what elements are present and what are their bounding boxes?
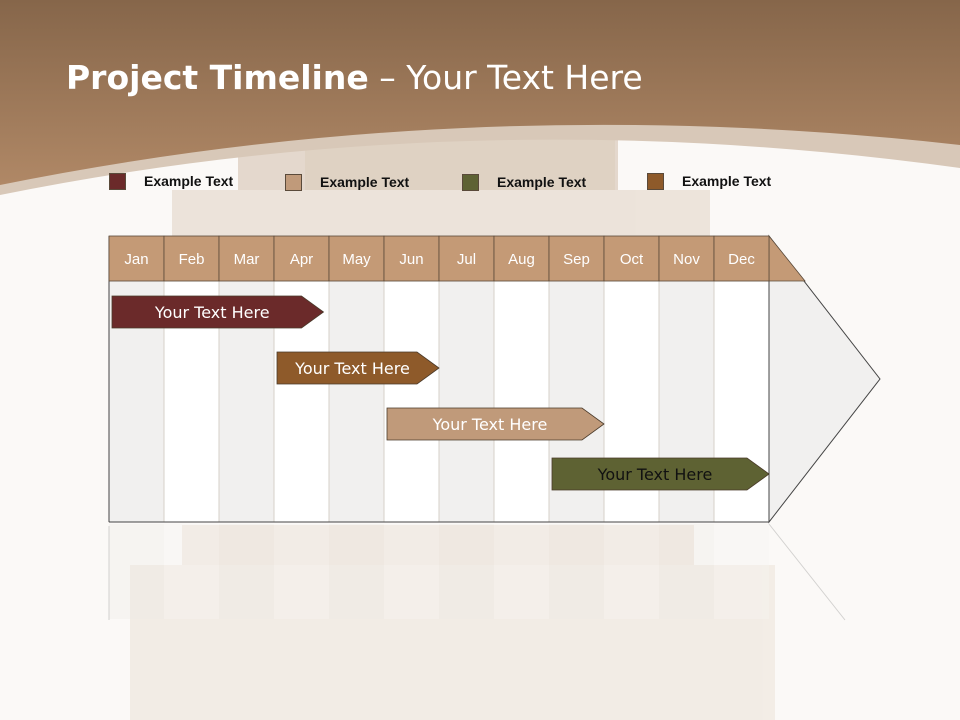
arrowhead-body xyxy=(768,234,881,524)
task-bar xyxy=(551,457,770,491)
reflection-column xyxy=(604,524,659,619)
reflection-column xyxy=(659,524,714,619)
timeline-reflection xyxy=(108,523,846,621)
task-label: Your Text Here xyxy=(154,303,270,322)
month-header-cell xyxy=(713,235,770,282)
month-label: Jan xyxy=(124,251,148,268)
task-label: Your Text Here xyxy=(294,359,410,378)
legend-swatch xyxy=(462,173,479,191)
month-column xyxy=(493,280,550,523)
legend-label: Example Text xyxy=(320,174,410,190)
title-bold: Project Timeline xyxy=(66,58,369,97)
reflection-column xyxy=(329,524,384,619)
reflection-column xyxy=(384,524,439,619)
title-rest: – Your Text Here xyxy=(368,58,643,97)
month-label: Sep xyxy=(563,251,590,268)
reflection-column xyxy=(109,524,164,619)
month-header-cell xyxy=(218,235,275,282)
reflection-column xyxy=(274,524,329,619)
reflection-column xyxy=(494,524,549,619)
month-label: Aug xyxy=(508,251,535,268)
legend-item-4: Example Text xyxy=(647,171,771,191)
month-label: Jun xyxy=(399,251,423,268)
month-header-cell xyxy=(163,235,220,282)
legend-label: Example Text xyxy=(497,174,587,190)
reflection-column xyxy=(164,524,219,619)
task-bar xyxy=(386,407,605,441)
month-label: Dec xyxy=(728,251,755,268)
month-header-cell xyxy=(658,235,715,282)
month-header-cell xyxy=(438,235,495,282)
page-title: Project Timeline – Your Text Here xyxy=(66,58,643,97)
month-column xyxy=(438,280,495,523)
month-header-cell xyxy=(108,235,165,282)
month-label: Apr xyxy=(290,251,313,268)
legend-item-2: Example Text xyxy=(285,172,409,192)
month-header-cell xyxy=(493,235,550,282)
reflection-column xyxy=(714,524,769,619)
task-label: Your Text Here xyxy=(597,465,713,484)
month-label: Jul xyxy=(457,251,476,268)
reflection-column xyxy=(439,524,494,619)
month-label: May xyxy=(342,251,371,268)
reflection-edge xyxy=(768,523,846,621)
month-column xyxy=(328,280,385,523)
month-column xyxy=(383,280,440,523)
month-label: Feb xyxy=(179,251,205,268)
month-headers: Jan Feb Mar Apr May Jun Jul Aug Sep Oct Nov Dec xyxy=(108,235,770,282)
legend-swatch xyxy=(285,173,302,191)
timeline-arrowhead xyxy=(768,234,881,524)
legend-swatch xyxy=(109,172,126,190)
reflection-column xyxy=(549,524,604,619)
month-label: Mar xyxy=(234,251,260,268)
month-label: Nov xyxy=(673,251,700,268)
legend-item-1: Example Text xyxy=(109,171,233,191)
legend-label: Example Text xyxy=(682,173,772,189)
month-header-cell xyxy=(273,235,330,282)
task-bar xyxy=(276,351,440,385)
legend-item-3: Example Text xyxy=(462,172,586,192)
month-header-cell xyxy=(603,235,660,282)
header-banner xyxy=(0,0,960,185)
reflection-column xyxy=(219,524,274,619)
legend-label: Example Text xyxy=(144,173,234,189)
legend-swatch xyxy=(647,172,664,190)
month-label: Oct xyxy=(620,251,644,268)
arrowhead-header xyxy=(768,234,806,282)
task-bar xyxy=(111,295,325,329)
month-header-cell xyxy=(383,235,440,282)
task-label: Your Text Here xyxy=(432,415,548,434)
